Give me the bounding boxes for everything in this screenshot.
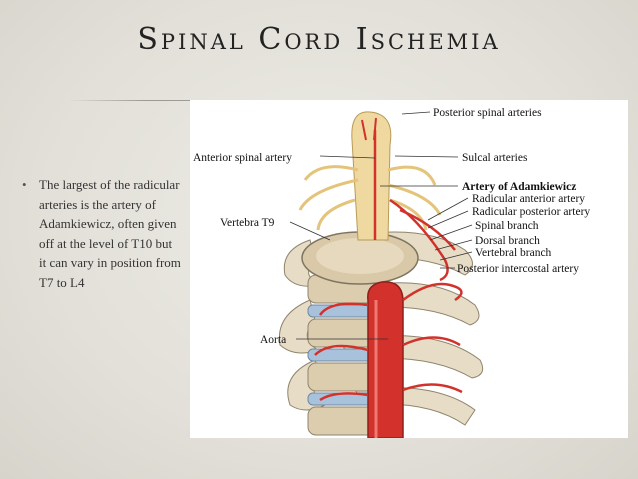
label-aorta: Aorta [260,334,286,346]
label-dorsal-branch: Dorsal branch [475,235,540,247]
bullet-list: The largest of the radicular arteries is… [22,175,182,292]
label-posterior-spinal-arteries: Posterior spinal arteries [433,107,542,119]
label-radicular-anterior-artery: Radicular anterior artery [472,193,585,205]
label-radicular-posterior-artery: Radicular posterior artery [472,206,590,218]
label-anterior-spinal-artery: Anterior spinal artery [193,152,292,164]
label-spinal-branch: Spinal branch [475,220,539,232]
anatomy-illustration: Posterior spinal arteries Anterior spina… [193,107,590,438]
vertebra-t9-surface [316,238,404,274]
label-vertebral-branch: Vertebral branch [475,247,552,259]
bullet-item: The largest of the radicular arteries is… [22,175,182,292]
aorta-vessel [367,281,404,438]
slide-title: Spinal Cord Ischemia [137,22,501,57]
label-vertebra-t9: Vertebra T9 [220,217,275,229]
label-sulcal-arteries: Sulcal arteries [462,152,528,164]
anatomy-figure: Posterior spinal arteries Anterior spina… [190,100,628,438]
artery-network [314,130,463,402]
leader-lines [289,111,473,340]
spinal-cord [298,111,442,241]
label-posterior-intercostal-artery: Posterior intercostal artery [457,263,579,275]
label-artery-of-adamkiewicz: Artery of Adamkiewicz [462,181,576,193]
